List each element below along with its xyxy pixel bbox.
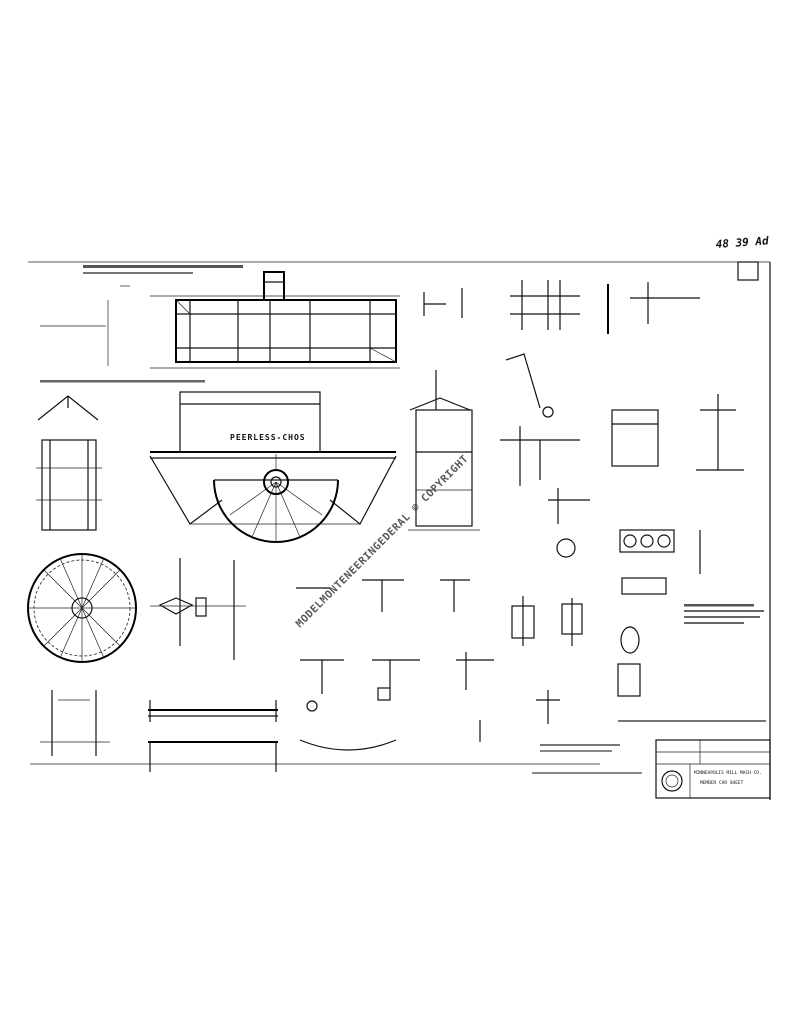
axle-details: [150, 558, 246, 660]
specification-notes: [532, 604, 766, 774]
company-seal-icon: [661, 770, 683, 792]
car-end-view: [36, 395, 102, 531]
sheet-border: [28, 261, 771, 800]
lever-details: [500, 353, 580, 486]
right-middle-details: [548, 394, 744, 595]
wheel-detail: [27, 553, 137, 663]
title-block-company: MINNEAPOLIS MILL MACH CO.: [694, 770, 762, 776]
title-block-title: MEMBER CAR SHEET: [700, 780, 744, 786]
middle-fitting-details: [296, 579, 494, 751]
car-side-elevation: PEERLESS-CHOS: [149, 391, 397, 543]
bottom-beam-details: [148, 700, 278, 772]
right-upper-details: [423, 261, 759, 334]
general-notes-top: [40, 265, 243, 383]
car-end-section: [408, 370, 480, 531]
handwritten-drawing-number: 48 39 Ad: [715, 234, 769, 251]
tank-lettering: PEERLESS-CHOS: [230, 433, 306, 442]
sill-section: [40, 690, 110, 756]
bolt-details: [479, 596, 641, 742]
title-block: MINNEAPOLIS MILL MACH CO. MEMBER CAR SHE…: [655, 739, 771, 799]
car-frame-plan-view: [40, 271, 400, 369]
